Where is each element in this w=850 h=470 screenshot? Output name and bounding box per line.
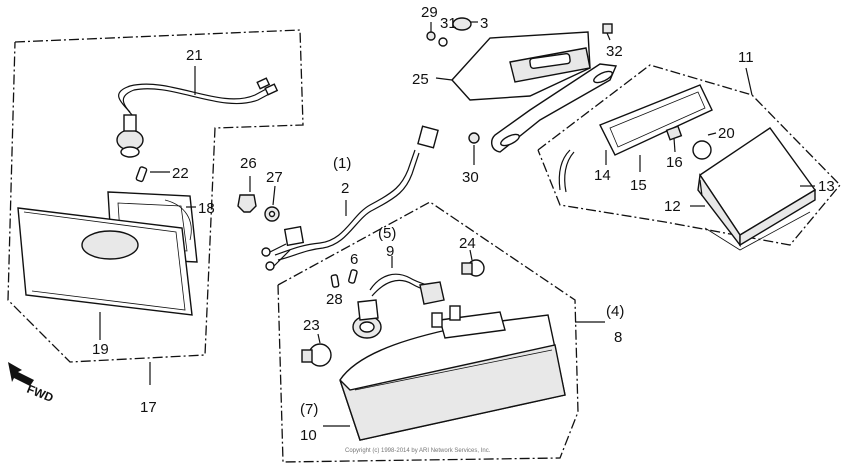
callout-26: 26 (240, 155, 257, 172)
bulb-20 (692, 132, 717, 160)
callout-10: 10 (300, 427, 317, 444)
callout-7: (7) (300, 401, 318, 418)
bulb-22 (135, 166, 148, 183)
washer-27 (264, 185, 280, 222)
callout-21: 21 (186, 47, 203, 64)
license-light-group-outline (537, 64, 841, 246)
bulb-24 (461, 249, 485, 277)
callout-1: (1) (333, 155, 351, 172)
callout-32: 32 (606, 43, 623, 60)
callout-6: 6 (350, 251, 358, 268)
callout-27: 27 (266, 169, 283, 186)
screw-12 (690, 179, 705, 207)
callout-24: 24 (459, 235, 476, 252)
callout-16: 16 (666, 154, 683, 171)
nut-29 (426, 22, 436, 41)
bulb-23 (301, 333, 332, 367)
callout-31: 31 (440, 15, 457, 32)
tail-light-socket-14 (558, 84, 713, 193)
callout-2: 2 (341, 180, 349, 197)
leader-11 (745, 67, 753, 96)
callout-20: 20 (718, 125, 735, 142)
tail-light-lens-13 (697, 127, 817, 251)
left-group-outline (7, 29, 304, 363)
callout-29: 29 (421, 4, 438, 21)
bulb-28 (330, 274, 340, 288)
fwd-label: FWD (25, 382, 56, 405)
side-marker-lens-19 (17, 207, 193, 316)
copyright-notice: Copyright (c) 1998-2014 by ARI Network S… (345, 448, 491, 454)
callout-labels: 21 22 18 19 17 26 27 (1) 2 (5) 9 6 24 28… (92, 4, 835, 444)
callout-28: 28 (326, 291, 343, 308)
callout-15: 15 (630, 177, 647, 194)
nut-30 (468, 132, 480, 165)
turn-signal-housing-10 (339, 305, 566, 441)
callout-5: (5) (378, 225, 396, 242)
callout-25: 25 (412, 71, 429, 88)
side-marker-socket-21 (116, 77, 279, 158)
callout-19: 19 (92, 341, 109, 358)
screw-32 (602, 23, 613, 41)
callout-22: 22 (172, 165, 189, 182)
callout-17: 17 (140, 399, 157, 416)
callout-30: 30 (462, 169, 479, 186)
socket-assembly-9 (352, 256, 445, 339)
bulb-6 (348, 269, 358, 284)
callout-9: 9 (386, 243, 394, 260)
washer-31 (438, 37, 448, 47)
callout-3: 3 (480, 15, 488, 32)
callout-8: 8 (614, 329, 622, 346)
grommet-26 (237, 176, 257, 213)
callout-12: 12 (664, 198, 681, 215)
callout-11: 11 (738, 49, 754, 66)
callout-18: 18 (198, 200, 215, 217)
fwd-arrow-icon (8, 362, 34, 386)
bulb-16 (665, 125, 683, 153)
wire-harness-2 (261, 125, 439, 271)
callout-14: 14 (594, 167, 611, 184)
grommet-3 (452, 17, 478, 31)
callout-23: 23 (303, 317, 320, 334)
middle-leaders (323, 321, 605, 427)
license-light-bracket-25 (435, 31, 618, 153)
left-leaders (99, 66, 196, 385)
callout-4: (4) (606, 303, 624, 320)
callout-13: 13 (818, 178, 835, 195)
